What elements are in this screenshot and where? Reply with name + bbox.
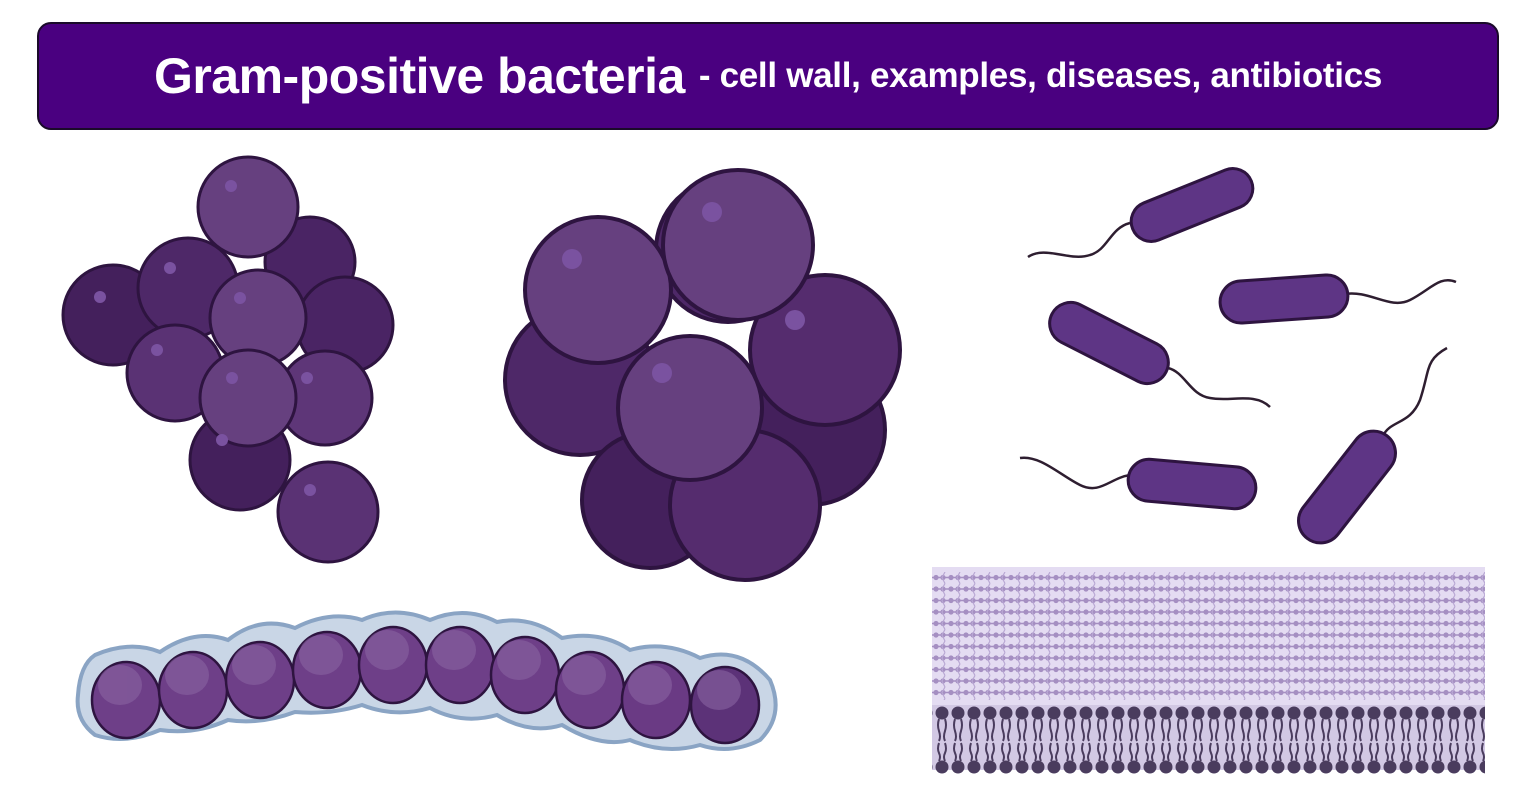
bacillus [1297, 346, 1448, 545]
cocci-highlights [94, 180, 316, 496]
streptococcus-chain [75, 610, 778, 751]
bacillus [1027, 167, 1255, 259]
sarcina-highlights [562, 202, 805, 383]
bacilli-with-flagella [1019, 167, 1457, 545]
staphylococcus-cluster [61, 155, 395, 564]
bacillus [1048, 300, 1271, 408]
page-subtitle: - cell wall, examples, diseases, antibio… [698, 56, 1383, 95]
bacillus [1019, 456, 1258, 511]
title-banner: Gram-positive bacteria - cell wall, exam… [37, 22, 1499, 130]
page-title: Gram-positive bacteria [153, 48, 685, 104]
sarcina-cluster [503, 168, 902, 582]
bacillus [1218, 273, 1457, 325]
cell-wall-diagram [932, 567, 1485, 775]
